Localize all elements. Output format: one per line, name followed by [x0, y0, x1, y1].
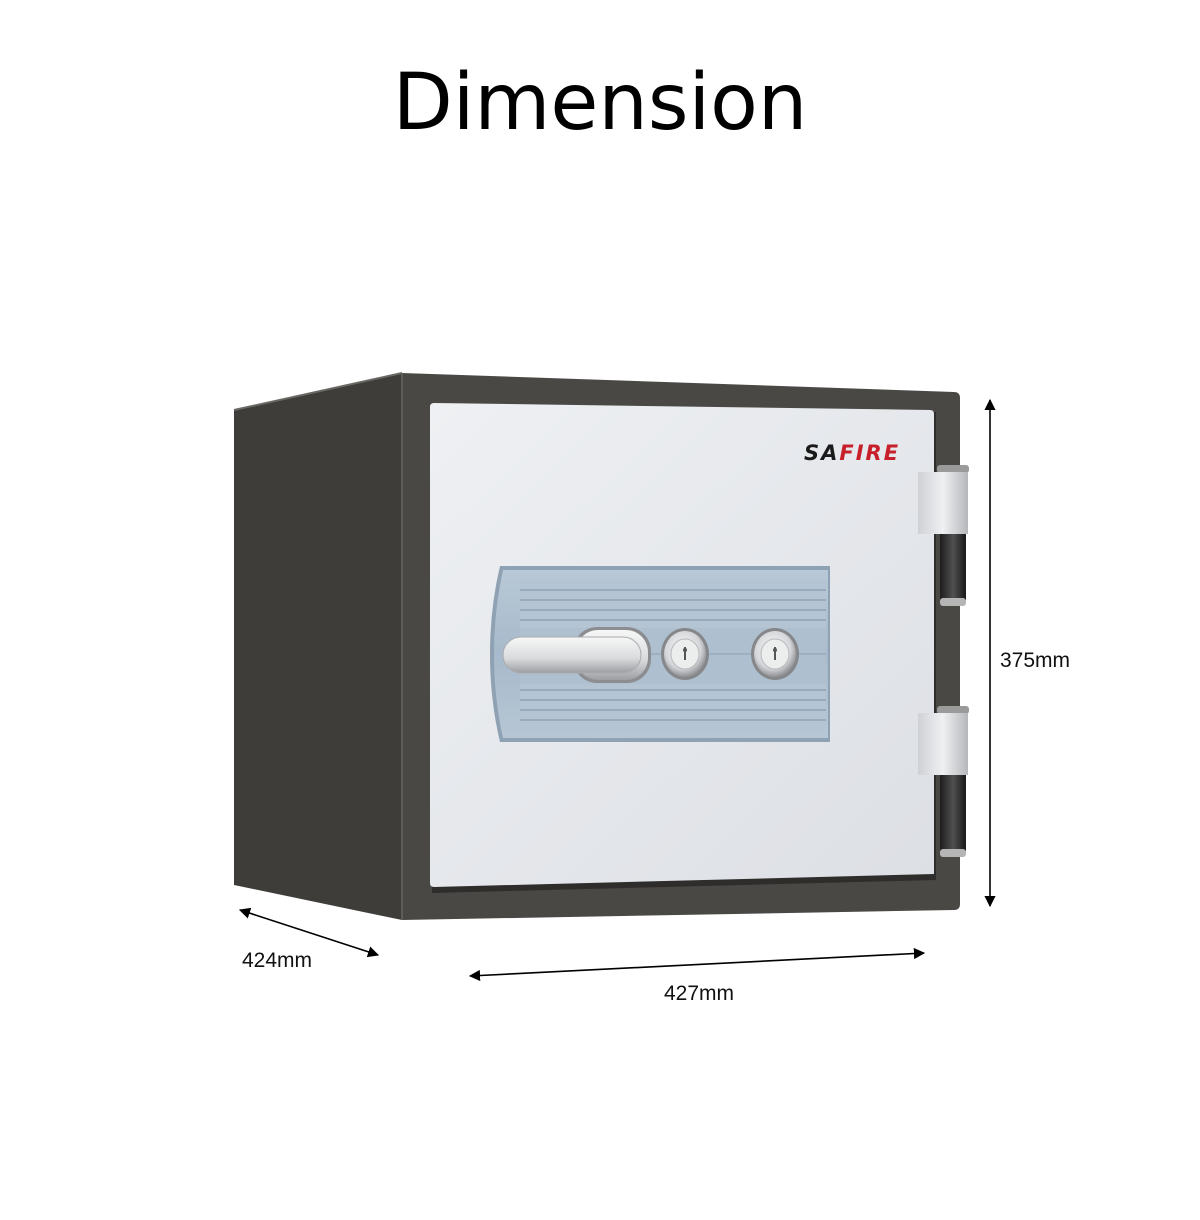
- page-title: Dimension: [392, 58, 808, 148]
- width-label: 427mm: [664, 982, 735, 1005]
- depth-arrow-icon: [238, 907, 380, 958]
- brand-logo-suffix: FIRE: [839, 441, 900, 465]
- svg-text:SAFIRE: SAFIRE: [804, 441, 900, 465]
- keyhole-lock-2[interactable]: [751, 628, 799, 680]
- lever-handle[interactable]: [502, 627, 651, 683]
- depth-label: 424mm: [242, 949, 313, 972]
- brand-logo: SAFIRE: [804, 441, 900, 465]
- keyhole-lock-1[interactable]: [661, 628, 709, 680]
- width-arrow-icon: [468, 947, 926, 982]
- safe-side-panel: [233, 372, 403, 920]
- height-label: 375mm: [1000, 649, 1071, 672]
- hinge-bottom: [918, 706, 969, 857]
- brand-logo-prefix: SA: [804, 441, 839, 465]
- hinge-top: [918, 465, 969, 606]
